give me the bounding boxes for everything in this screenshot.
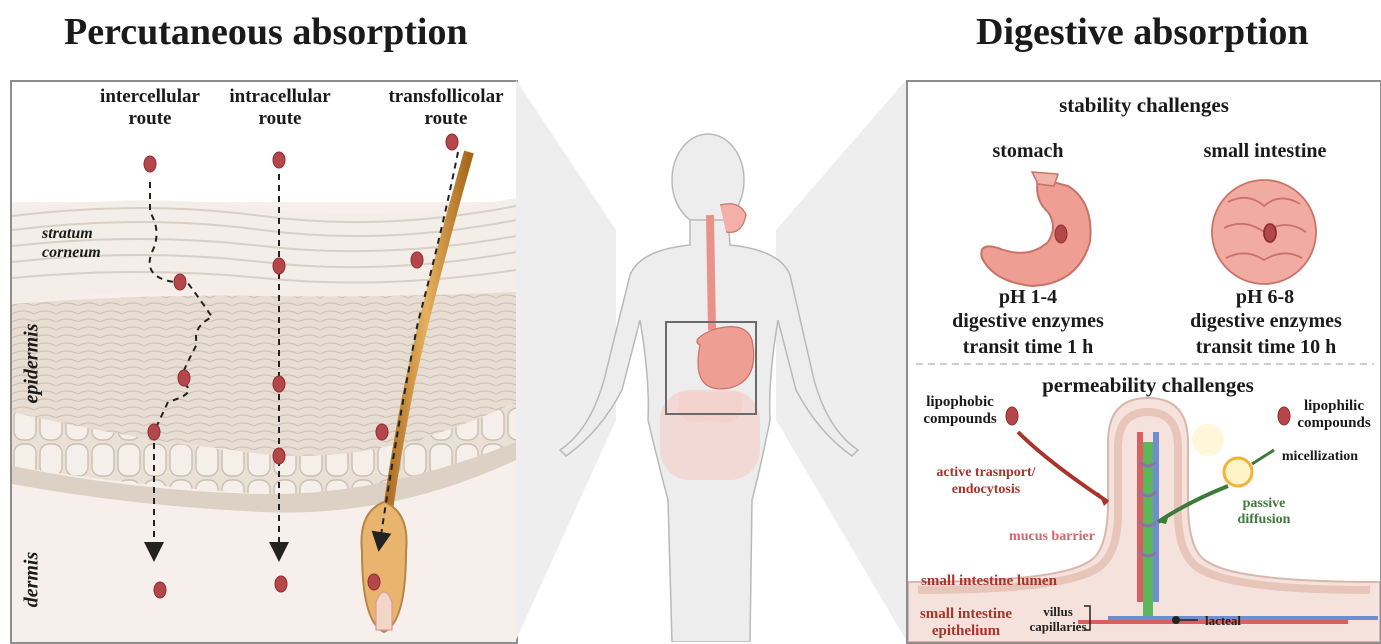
digestive-tract bbox=[660, 204, 760, 480]
micelle-icon bbox=[1224, 458, 1252, 486]
stomach-enzymes: digestive enzymes bbox=[918, 310, 1138, 332]
stomach-transit: transit time 1 h bbox=[918, 336, 1138, 358]
permeability-heading: permeability challenges bbox=[968, 374, 1328, 396]
lipophilic-label: lipophilic compounds bbox=[1288, 398, 1380, 432]
body-silhouette bbox=[560, 134, 858, 642]
digestive-illustrations bbox=[908, 82, 1380, 642]
skin-cross-section bbox=[12, 82, 516, 642]
intestine-transit: transit time 10 h bbox=[1156, 336, 1376, 358]
left-panel-title: Percutaneous absorption bbox=[64, 10, 468, 54]
stomach-illustration bbox=[981, 172, 1090, 286]
zoom-box bbox=[666, 322, 756, 414]
glow-icon bbox=[1192, 424, 1224, 456]
digestive-panel: stability challenges stomach small intes… bbox=[906, 80, 1381, 644]
lacteal-label: lacteal bbox=[1196, 610, 1250, 632]
passive-diffusion-label: passive diffusion bbox=[1224, 496, 1304, 528]
stratum-corneum-label: stratum corneum bbox=[42, 224, 101, 262]
right-panel-title: Digestive absorption bbox=[976, 10, 1309, 54]
epithelium-label: small intestine epithelium bbox=[908, 606, 1024, 640]
right-zoom-wedge bbox=[776, 80, 906, 640]
stomach-ph: pH 1-4 bbox=[948, 286, 1108, 308]
intestine-enzymes: digestive enzymes bbox=[1156, 310, 1376, 332]
skin-panel: intercellular route intracellular route … bbox=[10, 80, 518, 644]
lumen-label: small intestine lumen bbox=[908, 570, 1070, 592]
lipophobic-label: lipophobic compounds bbox=[912, 394, 1008, 428]
transfollicular-route-label: transfollicolar route bbox=[376, 86, 516, 130]
dermis-label: dermis bbox=[20, 552, 43, 608]
micellization-label: micellization bbox=[1270, 446, 1370, 468]
intercellular-route-label: intercellular route bbox=[90, 86, 210, 130]
mucus-barrier-label: mucus barrier bbox=[992, 526, 1112, 548]
epidermis-label: epidermis bbox=[21, 324, 44, 404]
stomach-particle bbox=[1055, 225, 1067, 243]
intracellular-route-label: intracellular route bbox=[220, 86, 340, 130]
left-zoom-wedge bbox=[516, 80, 616, 640]
active-transport-label: active trasnport/ endocytosis bbox=[916, 464, 1056, 498]
intestine-ph: pH 6-8 bbox=[1170, 286, 1360, 308]
villus-capillaries-label: villus capillaries bbox=[1028, 604, 1088, 634]
intestine-particle bbox=[1264, 224, 1276, 242]
small-intestine-illustration bbox=[1212, 180, 1316, 284]
